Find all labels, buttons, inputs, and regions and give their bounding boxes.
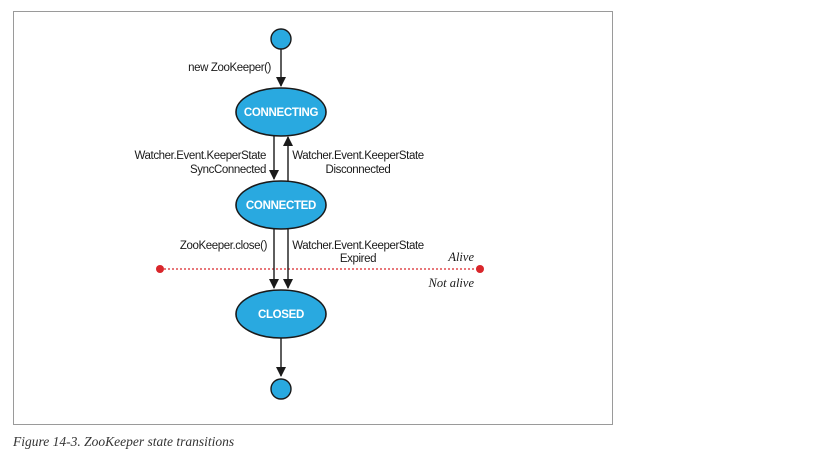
state-connected: CONNECTED xyxy=(235,180,327,230)
edge-label-sync-connected-1: Watcher.Event.KeeperState xyxy=(135,150,267,162)
edge-label-disconnected-1: Watcher.Event.KeeperState xyxy=(292,150,424,162)
state-closed: CLOSED xyxy=(235,289,327,339)
edge-label-disconnected-2: Disconnected xyxy=(326,164,391,176)
state-closed-label: CLOSED xyxy=(258,309,304,321)
alive-label: Alive xyxy=(447,250,474,264)
boundary-right-endpoint xyxy=(476,265,484,273)
edge-label-new-zookeeper: new ZooKeeper() xyxy=(188,62,271,74)
edge-label-expired-2: Expired xyxy=(340,253,376,265)
boundary-left-endpoint xyxy=(156,265,164,273)
state-connecting: CONNECTING xyxy=(235,87,327,137)
end-state xyxy=(270,378,292,400)
edge-label-sync-connected-2: SyncConnected xyxy=(190,164,266,176)
figure-caption: Figure 14-3. ZooKeeper state transitions xyxy=(13,434,235,449)
edge-label-expired-1: Watcher.Event.KeeperState xyxy=(292,240,424,252)
state-connecting-label: CONNECTING xyxy=(244,107,319,119)
state-connected-label: CONNECTED xyxy=(246,200,316,212)
start-state xyxy=(270,28,292,50)
not-alive-label: Not alive xyxy=(428,276,475,290)
edge-label-close: ZooKeeper.close() xyxy=(180,240,268,252)
